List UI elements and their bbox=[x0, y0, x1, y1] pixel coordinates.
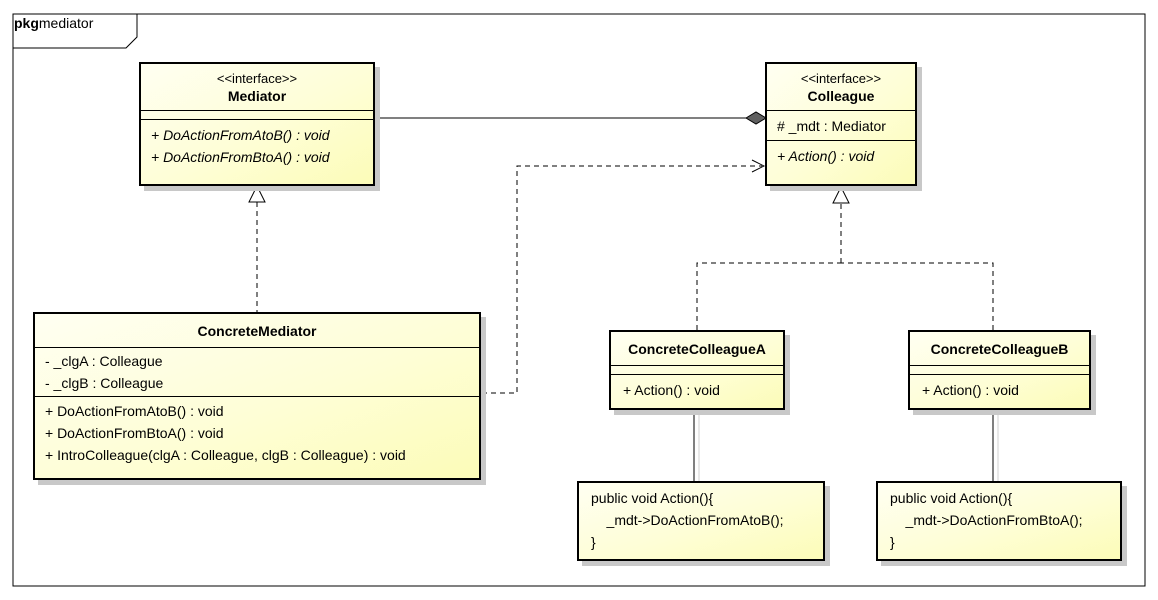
operation: + DoActionFromBtoA() : void bbox=[45, 425, 224, 441]
class-header: <<interface>> Mediator bbox=[141, 64, 373, 110]
note-line: } bbox=[591, 534, 596, 550]
class-colleague[interactable]: <<interface>> Colleague # _mdt : Mediato… bbox=[765, 62, 917, 186]
operations-section: + Action() : void bbox=[767, 140, 915, 171]
class-name: ConcreteColleagueA bbox=[628, 341, 766, 357]
class-header: <<interface>> Colleague bbox=[767, 64, 915, 110]
note-line: public void Action(){ bbox=[591, 490, 714, 506]
operation: + Action() : void bbox=[623, 382, 720, 398]
class-name: Colleague bbox=[807, 88, 875, 104]
attributes-section bbox=[910, 365, 1089, 374]
operation: + Action() : void bbox=[922, 382, 1019, 398]
operation: + Action() : void bbox=[777, 148, 875, 164]
composition-diamond bbox=[745, 111, 767, 125]
operations-section: + Action() : void bbox=[910, 374, 1089, 405]
note-line: _mdt->DoActionFromAtoB(); bbox=[591, 512, 784, 528]
note-action-a[interactable]: public void Action(){ _mdt->DoActionFrom… bbox=[577, 481, 825, 561]
class-header: ConcreteColleagueA bbox=[611, 332, 783, 365]
dependency-line bbox=[482, 165, 762, 394]
realization-colleague-arrow bbox=[832, 185, 850, 204]
operation: + DoActionFromBtoA() : void bbox=[151, 149, 330, 165]
class-name: ConcreteColleagueB bbox=[930, 341, 1069, 357]
operations-section: + Action() : void bbox=[611, 374, 783, 405]
package-name: mediator bbox=[38, 15, 94, 31]
note-line: _mdt->DoActionFromBtoA(); bbox=[890, 512, 1083, 528]
attributes-section bbox=[141, 110, 373, 119]
operations-section: + DoActionFromAtoB() : void + DoActionFr… bbox=[141, 119, 373, 170]
attribute: - _clgB : Colleague bbox=[45, 375, 164, 391]
note-line: public void Action(){ bbox=[890, 490, 1013, 506]
class-concrete-mediator[interactable]: ConcreteMediator - _clgA : Colleague - _… bbox=[33, 312, 481, 480]
realization-mediator-arrow bbox=[248, 184, 266, 203]
operation: + DoActionFromAtoB() : void bbox=[45, 403, 224, 419]
stereotype: <<interface>> bbox=[216, 71, 298, 86]
attribute: - _clgA : Colleague bbox=[45, 353, 163, 369]
package-tab bbox=[13, 14, 138, 49]
attributes-section: # _mdt : Mediator bbox=[767, 110, 915, 140]
class-header: ConcreteMediator bbox=[35, 314, 479, 347]
attributes-section bbox=[611, 365, 783, 374]
note-action-b[interactable]: public void Action(){ _mdt->DoActionFrom… bbox=[876, 481, 1122, 561]
package-label: pkgmediator bbox=[14, 14, 93, 32]
operation: + DoActionFromAtoB() : void bbox=[151, 127, 330, 143]
attributes-section: - _clgA : Colleague - _clgB : Colleague bbox=[35, 347, 479, 396]
attribute: # _mdt : Mediator bbox=[777, 118, 886, 134]
package-frame bbox=[12, 13, 1146, 587]
stereotype: <<interface>> bbox=[800, 71, 882, 86]
class-header: ConcreteColleagueB bbox=[910, 332, 1089, 365]
package-keyword: pkg bbox=[14, 15, 39, 31]
class-concrete-colleague-a[interactable]: ConcreteColleagueA + Action() : void bbox=[609, 330, 785, 410]
operations-section: + DoActionFromAtoB() : void + DoActionFr… bbox=[35, 396, 479, 469]
realization-colleague-b-line bbox=[841, 262, 994, 330]
dependency-arrow bbox=[751, 159, 766, 173]
class-name: Mediator bbox=[227, 88, 287, 104]
class-mediator[interactable]: <<interface>> Mediator + DoActionFromAto… bbox=[139, 62, 375, 186]
class-name: ConcreteMediator bbox=[197, 323, 317, 339]
operation: + IntroColleague(clgA : Colleague, clgB … bbox=[45, 447, 406, 463]
note-line: } bbox=[890, 534, 895, 550]
realization-colleague-a-line bbox=[696, 262, 841, 330]
class-concrete-colleague-b[interactable]: ConcreteColleagueB + Action() : void bbox=[908, 330, 1091, 410]
